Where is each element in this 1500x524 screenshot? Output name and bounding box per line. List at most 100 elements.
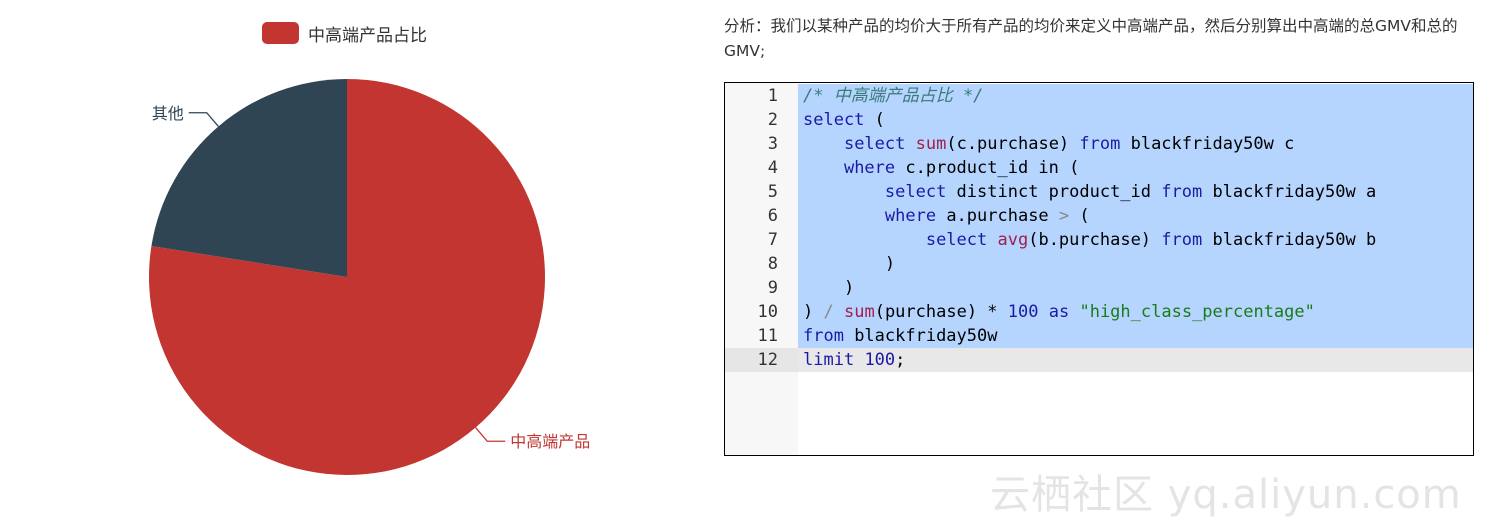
selection-highlight — [798, 108, 1473, 132]
code-line-4[interactable]: 4 where c.product_id in ( — [725, 156, 1473, 180]
active-line-highlight — [798, 348, 1473, 372]
code-token: ) — [803, 278, 855, 298]
line-code[interactable]: where a.purchase > ( — [803, 204, 1473, 228]
code-token: select — [803, 110, 865, 130]
line-code[interactable]: select avg(b.purchase) from blackfriday5… — [803, 228, 1473, 252]
line-code[interactable]: select distinct product_id from blackfri… — [803, 180, 1473, 204]
legend-swatch — [262, 22, 299, 44]
line-number: 8 — [767, 254, 778, 274]
code-token: as — [1048, 302, 1070, 322]
code-line-9[interactable]: 9 ) — [725, 276, 1473, 300]
code-token: avg — [997, 230, 1029, 250]
line-code[interactable]: ) — [803, 252, 1473, 276]
code-token: select — [884, 182, 947, 202]
indent-guide — [805, 254, 806, 276]
code-token: where — [884, 206, 937, 226]
selection-highlight — [798, 180, 1473, 204]
code-token: distinct product_id — [946, 182, 1162, 202]
code-token: (purchase) * — [874, 302, 1008, 322]
indent-guide — [805, 206, 806, 228]
selection-highlight — [798, 324, 1473, 348]
line-code[interactable]: where c.product_id in ( — [803, 156, 1473, 180]
code-token: from — [1079, 134, 1121, 154]
pie-leader-line-0 — [475, 427, 506, 442]
selection-highlight — [798, 156, 1473, 180]
code-token — [905, 134, 915, 154]
code-token — [834, 302, 844, 322]
code-token: a.purchase — [936, 206, 1059, 226]
line-number: 7 — [767, 230, 778, 250]
code-token — [803, 206, 885, 226]
code-token — [803, 230, 926, 250]
indent-guide — [846, 182, 847, 204]
code-token — [987, 230, 997, 250]
code-line-3[interactable]: 3 select sum(c.purchase) from blackfrida… — [725, 132, 1473, 156]
selection-highlight — [798, 300, 1473, 324]
code-token: select — [925, 230, 988, 250]
code-token: where — [843, 158, 896, 178]
code-token: 100 — [864, 350, 896, 370]
line-code[interactable]: ) / sum(purchase) * 100 as "high_class_p… — [803, 300, 1473, 324]
line-code[interactable]: select ( — [803, 108, 1473, 132]
line-code[interactable]: from blackfriday50w — [803, 324, 1473, 348]
code-token: sum — [915, 134, 947, 154]
line-number: 10 — [757, 302, 778, 322]
code-token: (c.purchase) — [946, 134, 1080, 154]
code-line-8[interactable]: 8 ) — [725, 252, 1473, 276]
line-number: 4 — [767, 158, 778, 178]
indent-guide — [846, 254, 847, 276]
site-watermark: 云栖社区 yq.aliyun.com — [990, 472, 1462, 518]
chart-legend[interactable]: 中高端产品占比 — [262, 20, 427, 46]
code-token: ; — [895, 350, 906, 370]
code-token — [803, 134, 844, 154]
line-number: 11 — [757, 326, 778, 346]
code-line-1[interactable]: 1/* 中高端产品占比 */ — [725, 84, 1473, 108]
code-line-10[interactable]: 10 ) / sum(purchase) * 100 as "high_class… — [725, 300, 1473, 324]
code-token: blackfriday50w — [843, 326, 998, 346]
line-code[interactable]: /* 中高端产品占比 */ — [803, 84, 1473, 108]
code-token: from — [1161, 230, 1203, 250]
code-line-6[interactable]: 6 where a.purchase > ( — [725, 204, 1473, 228]
selection-highlight — [798, 276, 1473, 300]
line-code[interactable]: ) — [803, 276, 1473, 300]
code-token: from — [803, 326, 844, 346]
code-token: (b.purchase) — [1028, 230, 1162, 250]
pie-label-1: 其他 — [152, 104, 184, 123]
indent-guide — [805, 278, 806, 300]
line-code[interactable]: select sum(c.purchase) from blackfriday5… — [803, 132, 1473, 156]
indent-guide — [846, 230, 847, 252]
pie-slice-1[interactable] — [151, 79, 347, 277]
code-token — [854, 350, 864, 370]
code-line-11[interactable]: 11 from blackfriday50w — [725, 324, 1473, 348]
line-code[interactable]: limit 100; — [803, 348, 1473, 372]
code-token: 100 — [1007, 302, 1039, 322]
code-token: blackfriday50w c — [1120, 134, 1295, 154]
selection-highlight — [798, 252, 1473, 276]
line-number: 9 — [767, 278, 778, 298]
line-number: 5 — [767, 182, 778, 202]
indent-guide — [805, 182, 806, 204]
code-token: ) — [803, 254, 896, 274]
code-token: "high_class_percentage" — [1079, 302, 1315, 322]
line-number: 12 — [757, 350, 778, 370]
code-token: sum — [843, 302, 875, 322]
code-token: /* 中高端产品占比 */ — [803, 86, 984, 106]
code-line-5[interactable]: 5 select distinct product_id from blackf… — [725, 180, 1473, 204]
code-token: ( — [864, 110, 885, 130]
code-line-7[interactable]: 7 select avg(b.purchase) from blackfrida… — [725, 228, 1473, 252]
line-number: 3 — [767, 134, 778, 154]
code-token: blackfriday50w a — [1202, 182, 1377, 202]
indent-guide — [846, 206, 847, 228]
code-token: > — [1058, 206, 1070, 226]
code-token: ( — [1069, 206, 1090, 226]
pie-chart-panel: 中高端产品其他 中高端产品占比 — [0, 0, 700, 524]
code-token: ) — [803, 302, 824, 322]
legend-label: 中高端产品占比 — [308, 25, 427, 46]
analysis-text: 分析：我们以某种产品的均价大于所有产品的均价来定义中高端产品，然后分别算出中高端… — [724, 17, 1458, 60]
code-line-12[interactable]: 12 limit 100; — [725, 348, 1473, 372]
code-token — [1038, 302, 1048, 322]
